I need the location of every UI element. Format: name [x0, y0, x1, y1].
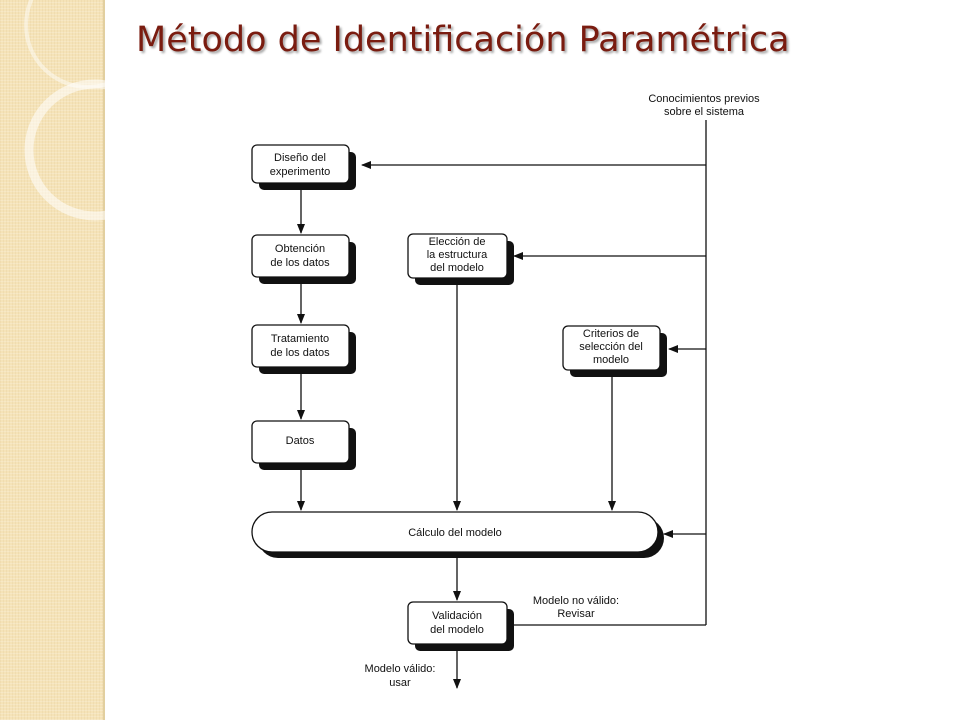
label-no-valido-line1: Modelo no válido: [533, 595, 619, 607]
box-tratamiento-line2: de los datos [270, 347, 330, 359]
box-criterios-line1: Criterios de [583, 328, 639, 340]
box-criterios: Criterios de selección del modelo [562, 325, 667, 377]
box-diseno-line1: Diseño del [274, 152, 326, 164]
box-validacion-line1: Validación [432, 610, 482, 622]
box-diseno: Diseño del experimento [251, 144, 356, 190]
label-valido-line1: Modelo válido: [365, 663, 436, 675]
box-calculo-line1: Cálculo del modelo [408, 527, 502, 539]
box-eleccion-line2: la estructura [427, 249, 488, 261]
label-conocimientos-line1: Conocimientos previos [648, 93, 760, 105]
box-obtencion-line1: Obtención [275, 243, 325, 255]
box-diseno-line2: experimento [270, 166, 331, 178]
box-datos-line1: Datos [286, 435, 315, 447]
box-criterios-line2: selección del [579, 341, 643, 353]
slide-title: Método de Identificación Paramétrica [136, 20, 790, 60]
box-obtencion-line2: de los datos [270, 257, 330, 269]
box-eleccion-line1: Elección de [429, 236, 486, 248]
decorative-sidebar [0, 0, 105, 720]
label-no-valido-line2: Revisar [557, 608, 595, 620]
box-validacion: Validación del modelo [407, 601, 514, 651]
box-criterios-line3: modelo [593, 354, 629, 366]
box-tratamiento: Tratamiento de los datos [251, 324, 356, 374]
box-calculo: Cálculo del modelo [251, 511, 664, 558]
box-datos: Datos [251, 420, 356, 470]
box-tratamiento-line1: Tratamiento [271, 333, 329, 345]
ring-decoration-icon [24, 0, 105, 221]
box-obtencion: Obtención de los datos [251, 234, 356, 284]
box-validacion-line2: del modelo [430, 624, 484, 636]
box-eleccion: Elección de la estructura del modelo [407, 233, 514, 285]
label-conocimientos-line2: sobre el sistema [664, 106, 745, 118]
box-eleccion-line3: del modelo [430, 262, 484, 274]
label-valido-line2: usar [389, 677, 411, 689]
